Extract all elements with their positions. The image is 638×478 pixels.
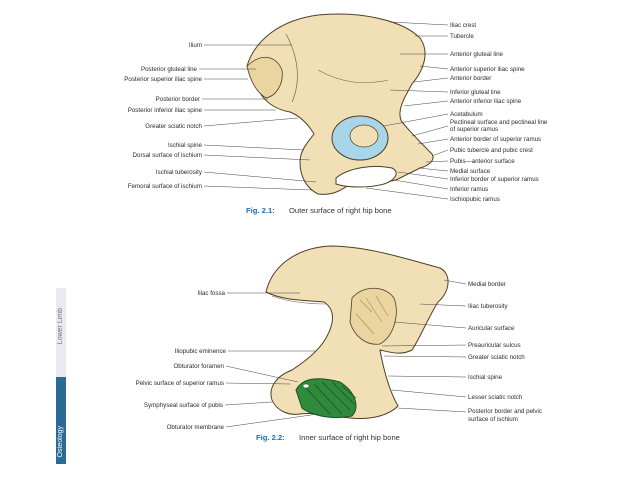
fig1-left-label: Greater sciatic notch: [145, 123, 202, 130]
side-tab: Lower Limb Osteology: [56, 288, 66, 464]
fig1-right-label: Acetabulum: [450, 111, 483, 118]
fig1-bone-illustration: [246, 13, 434, 195]
fig2-left-label: Pelvic surface of superior ramus: [136, 380, 224, 387]
fig1-left-label: Posterior border: [156, 96, 200, 103]
fig1-left-label: Ischial spine: [168, 142, 203, 149]
fig2-right-label: surface of ischium: [468, 416, 518, 423]
fig1-right-label: Iliac crest: [450, 22, 476, 29]
fig2-right-label: Preauricular sulcus: [468, 342, 521, 349]
fig2-right-label: Greater sciatic notch: [468, 354, 525, 361]
fig2-right-label: Iliac tuberosity: [468, 303, 508, 310]
fig1-right-label: Anterior inferior iliac spine: [450, 98, 522, 105]
fig1-left-label: Ischial tuberosity: [156, 169, 203, 176]
fig2-left-label: Obturator foramen: [173, 363, 224, 370]
fig1-right-label: Pubis—anterior surface: [450, 158, 515, 165]
fig1-right-label: Medial surface: [450, 168, 491, 175]
fig2-left-labels: Iliac fossa Iliopubic eminence Obturator…: [136, 290, 319, 431]
fig1-right-label: Inferior ramus: [450, 186, 488, 193]
fig2-right-label: Auricular surface: [468, 325, 515, 332]
fig2-left-label: Iliac fossa: [197, 290, 225, 297]
fig1-right-label: Pubic tubercle and pubic crest: [450, 147, 533, 154]
fig1-right-label: Ischiopubic ramus: [450, 196, 500, 203]
fig2-obturator-membrane: [295, 378, 357, 419]
fig1-right-label: Inferior border of superior ramus: [450, 176, 539, 183]
fig1-left-labels: Ilium Posterior gluteal line Posterior s…: [124, 42, 317, 191]
fig2-right-label: Posterior border and pelvic: [468, 408, 542, 415]
fig2-left-label: Obturator membrane: [167, 424, 225, 431]
fig1-right-label: Inferior gluteal line: [450, 89, 501, 96]
fig1-caption-text: Outer surface of right hip bone: [289, 206, 392, 215]
fig1-right-label: Anterior border: [450, 75, 491, 82]
fig2-right-label: Ischial spine: [468, 374, 503, 381]
fig1-left-label: Posterior superior iliac spine: [124, 76, 202, 83]
fig2-caption-number: Fig. 2.2:: [256, 433, 285, 442]
fig1-caption: Fig. 2.1: Outer surface of right hip bon…: [246, 206, 392, 215]
fig2-right-labels: Medial border Iliac tuberosity Auricular…: [381, 279, 542, 423]
fig2-left-label: Symphyseal surface of pubis: [144, 402, 223, 409]
fig1-right-label: of superior ramus: [450, 126, 498, 133]
fig1-right-label: Tubercle: [450, 33, 474, 40]
fig1-left-label: Posterior gluteal line: [141, 66, 198, 73]
fig2-caption-text: Inner surface of right hip bone: [299, 433, 400, 442]
fig2-left-label: Iliopubic eminence: [175, 348, 227, 355]
fig1-left-label: Ilium: [189, 42, 202, 49]
fig1-right-labels: Iliac crest Tubercle Anterior gluteal li…: [365, 21, 548, 203]
side-tab-accent: [56, 377, 66, 464]
fig1-right-label: Anterior gluteal line: [450, 51, 504, 58]
fig1-left-label: Femoral surface of ischium: [128, 183, 202, 190]
fig1-left-label: Posterior inferior iliac spine: [128, 107, 203, 114]
fig2-right-label: Medial border: [468, 281, 506, 288]
fig1-right-label: Anterior superior iliac spine: [450, 66, 525, 73]
fig1-right-label: Pectineal surface and pectineal line: [450, 119, 548, 126]
fig2-bone-illustration: [265, 245, 449, 419]
fig2-caption: Fig. 2.2: Inner surface of right hip bon…: [256, 433, 400, 442]
fig1-left-label: Dorsal surface of ischium: [133, 152, 202, 159]
fig1-right-label: Anterior border of superior ramus: [450, 136, 541, 143]
fig1-caption-number: Fig. 2.1:: [246, 206, 275, 215]
fig2-right-label: Lesser sciatic notch: [468, 394, 523, 401]
